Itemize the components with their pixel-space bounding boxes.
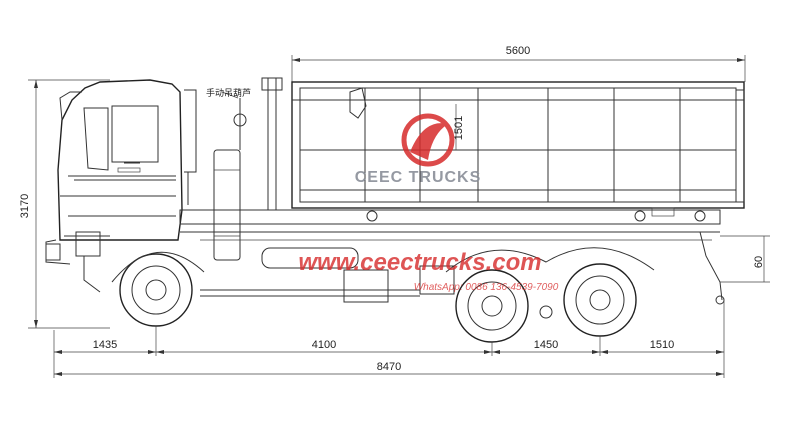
- brand-logo: [401, 113, 455, 167]
- hand-pump-annotation: 手动吊葫芦: [206, 87, 251, 98]
- axle-spacing-label: 1450: [534, 339, 558, 351]
- truck-cab: [45, 79, 197, 293]
- total-height-label: 3170: [19, 194, 31, 218]
- rear-overhang-label: 1510: [650, 339, 674, 351]
- top-dimension: 5600: [291, 45, 746, 82]
- brand-watermark: CEEC TRUCKS: [355, 169, 482, 186]
- rear-fender: [445, 247, 655, 319]
- website-watermark: www.ceectrucks.com: [298, 249, 541, 276]
- box-height-label: 1501: [453, 116, 465, 140]
- front-overhang-label: 1435: [93, 339, 117, 351]
- chassis-frame: [179, 207, 725, 305]
- height-dimension: 3170: [19, 79, 110, 329]
- rear-height-dimension: 60: [720, 235, 770, 283]
- hook-arm-front: 手动吊葫芦: [206, 77, 283, 261]
- rear-height-label: 60: [753, 256, 765, 268]
- top-length-label: 5600: [506, 45, 530, 57]
- whatsapp-watermark: WhatsApp: 0086 136-4539-7090: [414, 282, 559, 293]
- rear-wheel-2: [563, 263, 637, 337]
- wheelbase-label: 4100: [312, 339, 336, 351]
- overall-length-label: 8470: [377, 361, 401, 373]
- front-wheel: [111, 251, 205, 327]
- bottom-dimensions: 1435 4100 1450 1510 8470: [53, 300, 725, 378]
- rear-wheel-1: [455, 269, 529, 343]
- container-body: 1501: [291, 81, 745, 209]
